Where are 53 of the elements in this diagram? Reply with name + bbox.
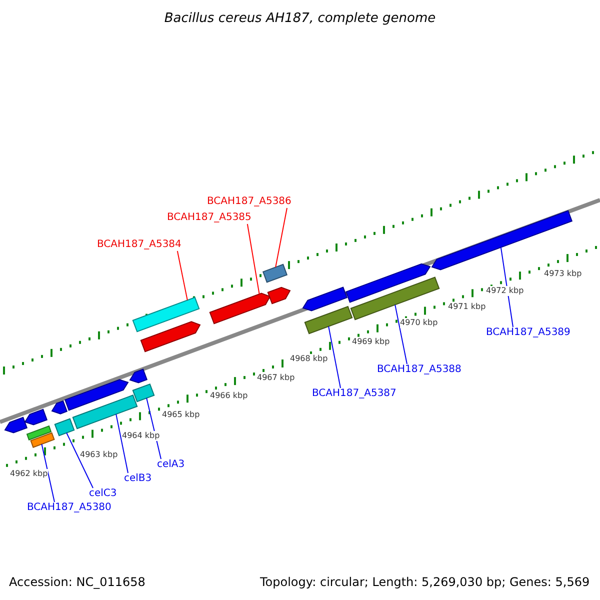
gene-feature bbox=[51, 400, 68, 414]
footer-text: Accession: NC_011658 bbox=[9, 575, 146, 589]
gene-feature bbox=[26, 425, 52, 440]
scale-label: 4965 kbp bbox=[162, 410, 200, 420]
gene-feature bbox=[129, 368, 148, 384]
leader-line bbox=[246, 224, 260, 295]
gene-label: celA3 bbox=[157, 459, 185, 471]
gene-feature bbox=[64, 379, 129, 411]
gene-label: BCAH187_A5385 bbox=[167, 212, 252, 224]
scale-label: 4973 kbp bbox=[544, 269, 582, 279]
gene-feature bbox=[267, 286, 291, 304]
gene-label: BCAH187_A5386 bbox=[207, 196, 292, 208]
gene-feature bbox=[24, 408, 48, 426]
scale-label: 4972 kbp bbox=[486, 286, 524, 296]
leader-line bbox=[500, 246, 514, 328]
scale-label: 4968 kbp bbox=[290, 354, 328, 364]
gene-feature bbox=[132, 383, 155, 402]
gene-feature bbox=[262, 264, 288, 283]
gene-label: BCAH187_A5389 bbox=[486, 327, 570, 339]
gene-label: BCAH187_A5388 bbox=[377, 364, 462, 376]
footer-text: Topology: circular; Length: 5,269,030 bp; Genes: 5,569 bbox=[260, 575, 590, 589]
gene-feature bbox=[304, 306, 353, 334]
leader-line bbox=[116, 414, 128, 474]
scale-label: 4964 kbp bbox=[122, 431, 160, 441]
leader-line bbox=[328, 326, 341, 388]
gene-feature bbox=[4, 416, 28, 434]
leader-line bbox=[41, 444, 55, 502]
title: Bacillus cereus AH187, complete genome bbox=[163, 11, 437, 27]
leader-line bbox=[275, 208, 288, 268]
gene-feature bbox=[30, 432, 55, 448]
gene-feature bbox=[132, 296, 200, 332]
leader-line bbox=[176, 250, 188, 301]
scale-label: 4966 kbp bbox=[210, 391, 248, 401]
gene-feature bbox=[209, 292, 271, 324]
scale-label: 4962 kbp bbox=[10, 469, 48, 479]
gene-feature bbox=[302, 286, 348, 312]
leader-line bbox=[394, 304, 408, 364]
gene-label: BCAH187_A5384 bbox=[97, 239, 182, 251]
gene-label: celB3 bbox=[124, 473, 152, 485]
scale-label: 4971 kbp bbox=[448, 302, 486, 312]
scale-label: 4967 kbp bbox=[257, 373, 295, 383]
gene-feature bbox=[54, 418, 75, 436]
gene-label: BCAH187_A5380 bbox=[27, 502, 112, 514]
scale-label: 4969 kbp bbox=[352, 337, 390, 347]
scale-label: 4970 kbp bbox=[400, 318, 438, 328]
gene-feature bbox=[350, 276, 440, 320]
gene-feature bbox=[431, 210, 573, 270]
gene-feature bbox=[345, 263, 431, 303]
gene-label: BCAH187_A5387 bbox=[312, 388, 396, 400]
gene-label: celC3 bbox=[89, 488, 117, 500]
gene-feature bbox=[140, 321, 201, 352]
scale-label: 4963 kbp bbox=[80, 450, 118, 460]
gene-feature bbox=[72, 394, 138, 430]
